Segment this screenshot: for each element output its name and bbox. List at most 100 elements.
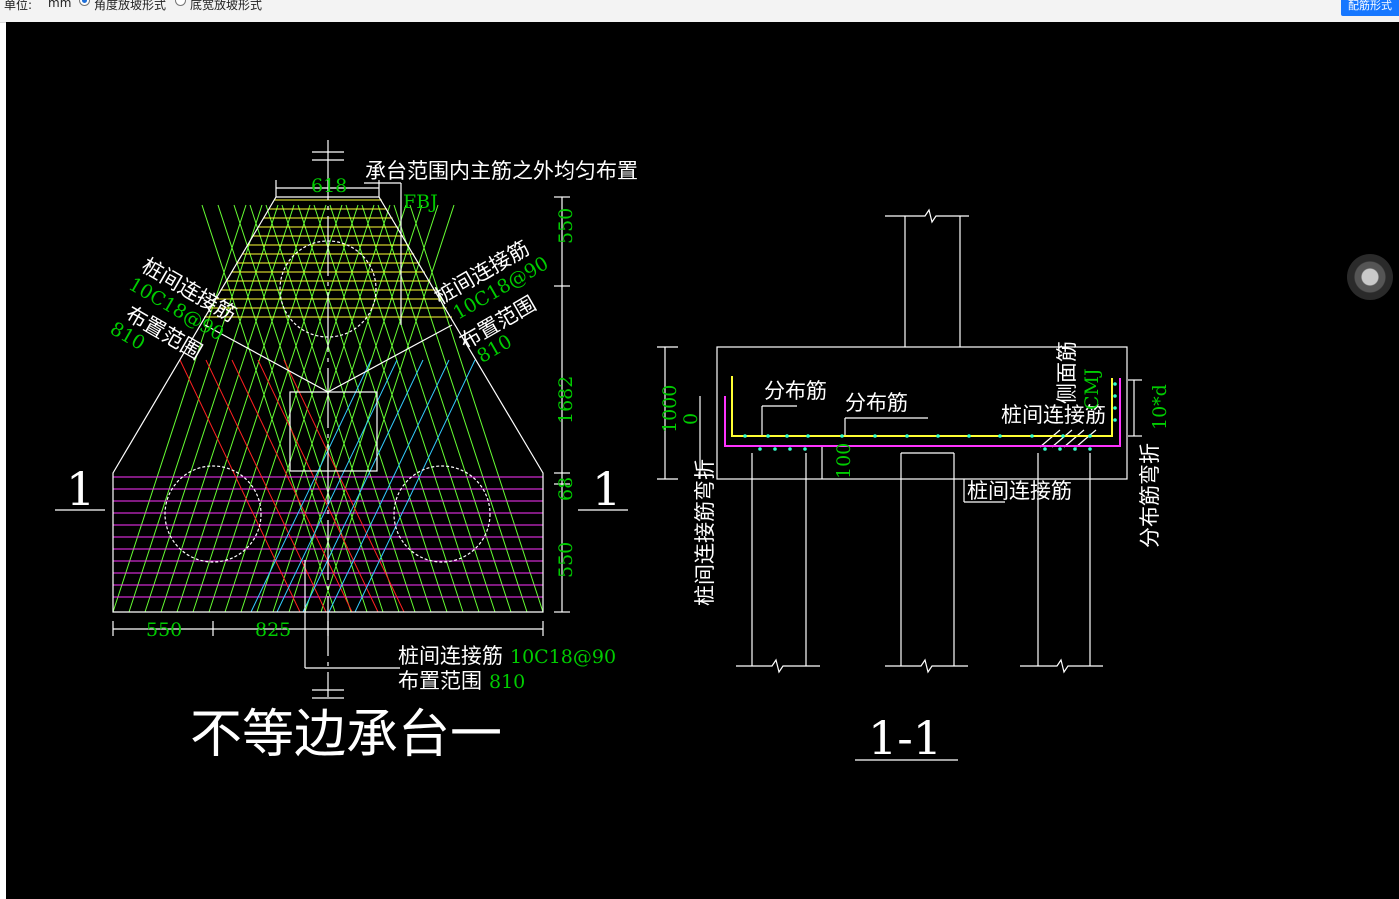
rebar-form-button[interactable]: 配筋形式 bbox=[1341, 0, 1399, 16]
note-top: 承台范围内主筋之外均匀布置 bbox=[365, 159, 638, 183]
dim-right-4: 550 bbox=[555, 542, 577, 578]
bottom-label-2: 10C18@90 bbox=[510, 646, 616, 668]
rebar-dot bbox=[1113, 418, 1117, 422]
rebar-line bbox=[233, 204, 368, 613]
section-label-link-1: 桩间连接筋 bbox=[1001, 403, 1106, 427]
rebar-dot bbox=[873, 434, 877, 438]
rebar-dot bbox=[905, 434, 909, 438]
rebar-dot bbox=[1030, 434, 1034, 438]
dim-right-2: 1682 bbox=[555, 376, 577, 424]
bottom-label-1: 桩间连接筋 bbox=[398, 644, 503, 668]
rebar-dot bbox=[788, 447, 792, 451]
toolbar: 单位: mm 角度放坡形式 底宽放坡形式 配筋形式 bbox=[0, 0, 1399, 23]
column-break bbox=[885, 208, 969, 224]
rebar-line bbox=[302, 359, 424, 613]
bottom-label-3: 布置范围 bbox=[398, 669, 482, 693]
rebar-dot bbox=[1088, 434, 1092, 438]
unit-label: 单位: bbox=[4, 0, 33, 12]
rebar-line bbox=[231, 359, 353, 613]
rebar-dot bbox=[743, 434, 747, 438]
section-cap bbox=[716, 346, 1128, 480]
link-bar bbox=[724, 378, 1121, 447]
plan-title: 不等边承台一 bbox=[190, 705, 502, 765]
rebar-line bbox=[328, 359, 450, 613]
plan-rebar-hatch bbox=[112, 199, 544, 613]
bottom-label-4: 810 bbox=[489, 671, 525, 693]
section-label-dist-2: 分布筋 bbox=[845, 391, 908, 415]
rebar-line bbox=[224, 204, 359, 613]
column-outline bbox=[289, 391, 378, 472]
pile-left bbox=[164, 465, 262, 563]
floating-action-button[interactable] bbox=[1347, 254, 1393, 300]
rebar-line bbox=[297, 204, 432, 613]
rebar-dot bbox=[936, 434, 940, 438]
rebar-line bbox=[256, 204, 391, 613]
section-rebar bbox=[724, 376, 1121, 447]
section-dim-embed: 100 bbox=[833, 443, 855, 479]
rebar-dot bbox=[1043, 447, 1047, 451]
pile-right bbox=[393, 465, 491, 563]
rebar-dot bbox=[1088, 447, 1092, 451]
dim-right-3: 68 bbox=[555, 477, 577, 501]
cad-drawing: 承台范围内主筋之外均匀布置 FBJ 桩间连接筋 10C18@90 布置范围 81… bbox=[55, 140, 1171, 765]
rebar-dot bbox=[773, 447, 777, 451]
rebar-dot bbox=[1058, 447, 1062, 451]
rebar-line bbox=[201, 204, 336, 613]
section-outline bbox=[657, 208, 1142, 761]
rebar-dot bbox=[785, 434, 789, 438]
rebar-line bbox=[320, 204, 455, 613]
section-label-side: 侧面筋 bbox=[1055, 341, 1079, 404]
section-mark-right: 1 bbox=[592, 462, 621, 516]
dim-top: 618 bbox=[311, 175, 347, 197]
dim-right-1: 550 bbox=[555, 208, 577, 244]
rebar-dot bbox=[806, 434, 810, 438]
section-dim-height: 1000 bbox=[659, 385, 681, 433]
rebar-line bbox=[281, 204, 416, 613]
rebar-dot bbox=[1113, 406, 1117, 410]
cad-canvas[interactable]: 承台范围内主筋之外均匀布置 FBJ 桩间连接筋 10C18@90 布置范围 81… bbox=[6, 22, 1399, 899]
rebar-line bbox=[179, 359, 301, 613]
rebar-line bbox=[304, 204, 439, 613]
rebar-dot bbox=[998, 434, 1002, 438]
section-label-link-2: 桩间连接筋 bbox=[967, 479, 1072, 503]
dim-bottom-2: 825 bbox=[255, 619, 291, 641]
rebar-line bbox=[217, 204, 352, 613]
section-title: 1-1 bbox=[868, 711, 942, 765]
rebar-dot bbox=[1061, 434, 1065, 438]
rebar-dot bbox=[967, 434, 971, 438]
unit-value: mm bbox=[48, 0, 72, 10]
rebar-line bbox=[265, 204, 400, 613]
rebar-line bbox=[205, 359, 327, 613]
radio-angle-slope[interactable] bbox=[79, 0, 90, 6]
section-dim-zero: 0 bbox=[680, 413, 702, 425]
rebar-line bbox=[329, 204, 464, 613]
rebar-line bbox=[313, 204, 448, 613]
section-label-dist-bend: 分布筋弯折 bbox=[1138, 443, 1162, 548]
section-mark-left: 1 bbox=[66, 462, 95, 516]
rebar-line bbox=[249, 204, 384, 613]
rebar-line bbox=[272, 204, 407, 613]
plan-texts: 承台范围内主筋之外均匀布置 FBJ 桩间连接筋 10C18@90 布置范围 81… bbox=[66, 159, 638, 765]
rebar-dot bbox=[1113, 394, 1117, 398]
dim-bottom-1: 550 bbox=[146, 619, 182, 641]
rebar-dot bbox=[1073, 447, 1077, 451]
rebar-dot bbox=[803, 447, 807, 451]
rebar-line bbox=[345, 204, 480, 613]
plan-outline bbox=[55, 140, 628, 699]
radio-bottom-width-slope[interactable] bbox=[175, 0, 186, 6]
radio-angle-slope-label[interactable]: 角度放坡形式 bbox=[94, 0, 167, 12]
rebar-dot bbox=[840, 434, 844, 438]
section-dim-bend: 10*d bbox=[1149, 384, 1171, 430]
note-top-code: FBJ bbox=[403, 191, 438, 213]
rebar-line bbox=[283, 359, 405, 613]
rebar-dot bbox=[766, 434, 770, 438]
rebar-dot bbox=[758, 447, 762, 451]
distribution-bar bbox=[731, 376, 1113, 437]
section-texts: 分布筋 分布筋 桩间连接筋 桩间连接筋 侧面筋 CMJ 桩间连接筋弯折 分布筋弯… bbox=[659, 341, 1171, 765]
section-label-link-bend: 桩间连接筋弯折 bbox=[693, 459, 717, 606]
radio-bottom-width-slope-label[interactable]: 底宽放坡形式 bbox=[190, 0, 263, 12]
section-label-side-code: CMJ bbox=[1081, 368, 1103, 410]
section-label-dist-1: 分布筋 bbox=[764, 379, 827, 403]
section-bar-dots bbox=[743, 382, 1117, 451]
rebar-line bbox=[354, 359, 476, 613]
